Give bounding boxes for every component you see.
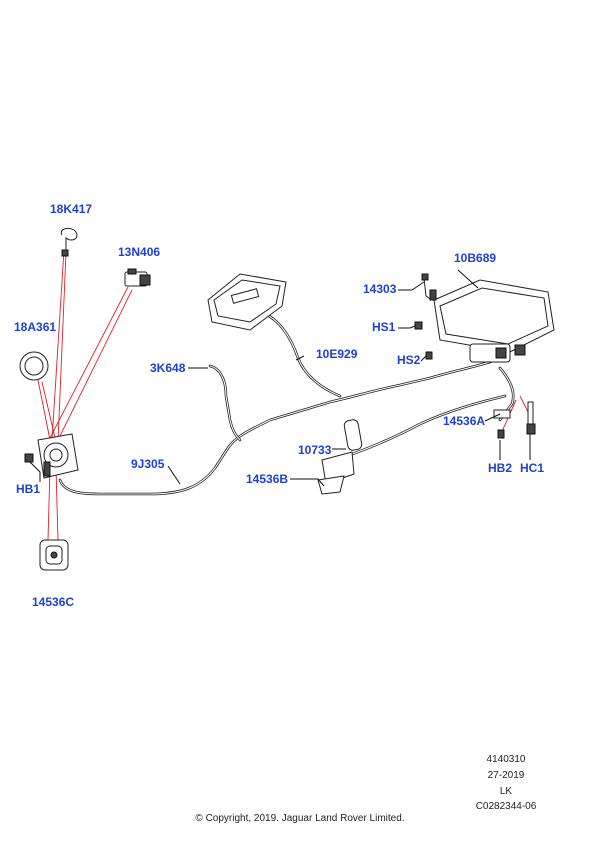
sensor-part [124,268,151,287]
gasket-part [39,539,69,571]
callout-HC1: HC1 [520,461,544,475]
callout-18K417: 18K417 [50,202,92,216]
callout-lines [29,269,531,487]
callout-14536C: 14536C [32,595,74,609]
copyright-notice: © Copyright, 2019. Jaguar Land Rover Lim… [195,813,405,824]
callout-3K648: 3K648 [150,361,186,375]
charger-module-part [207,273,287,331]
callout-10E929: 10E929 [316,347,358,361]
callout-HS1: HS1 [372,320,396,334]
reference-number: 4140310 [486,754,526,765]
callout-HS2: HS2 [397,353,421,367]
connector-14303-part [421,273,437,301]
callout-14536A: 14536A [443,414,485,428]
red-leader-lines [37,249,533,541]
main-wiring-harness [58,310,515,496]
callout-9J305: 9J305 [131,457,165,471]
region-code: LK [499,786,513,797]
callout-14536B: 14536B [246,472,288,486]
filter-component-part [317,419,363,495]
callout-HB2: HB2 [488,461,512,475]
callout-14303: 14303 [363,282,397,296]
callout-13N406: 13N406 [118,245,160,259]
fasteners [414,321,536,439]
callout-HB1: HB1 [16,482,40,496]
illustration-id: C0282344-06 [475,801,537,812]
charging-inlet-assembly [24,433,79,479]
circular-cover-part [19,351,49,381]
cable-clip-part [60,227,78,257]
date-code: 27-2019 [487,770,525,781]
onboard-charger-part [433,279,555,363]
callout-labels: 18K417 13N406 18A361 3K648 9J305 HB1 145… [14,202,544,609]
callout-18A361: 18A361 [14,320,56,334]
callout-10B689: 10B689 [454,251,496,265]
callout-10733: 10733 [298,443,332,457]
